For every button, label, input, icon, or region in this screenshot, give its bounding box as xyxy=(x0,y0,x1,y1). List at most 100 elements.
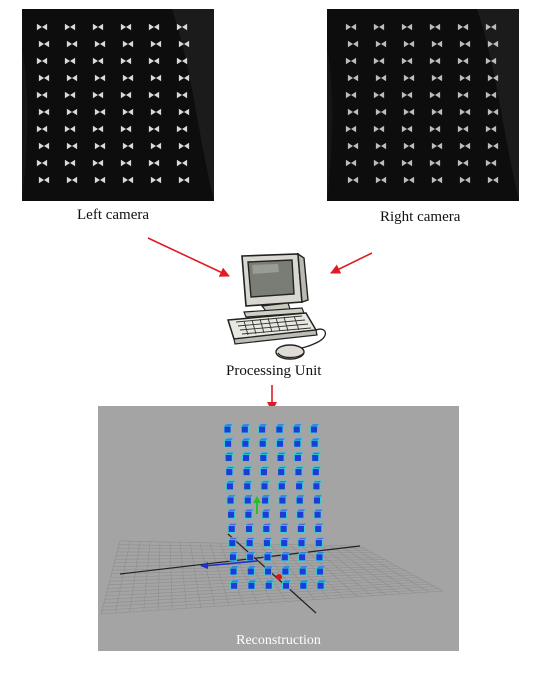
bowtie-marker xyxy=(66,108,78,116)
bowtie-marker xyxy=(375,176,387,184)
marker-cube xyxy=(263,551,274,562)
bowtie-marker xyxy=(120,57,132,65)
bowtie-marker xyxy=(64,23,76,31)
left-camera-marker-pattern xyxy=(22,9,214,201)
reconstruction-scene xyxy=(100,423,444,615)
marker-cube xyxy=(226,508,238,519)
marker-cube xyxy=(313,523,325,533)
marker-cube xyxy=(315,565,327,576)
bowtie-marker xyxy=(176,91,188,99)
bowtie-marker xyxy=(403,142,415,150)
bowtie-marker xyxy=(403,176,415,184)
bowtie-marker xyxy=(38,108,50,116)
bowtie-marker xyxy=(178,108,190,116)
bowtie-marker xyxy=(457,23,469,31)
bowtie-marker xyxy=(38,176,50,184)
marker-cube xyxy=(295,494,306,505)
left-camera-label: Left camera xyxy=(77,207,150,223)
bowtie-marker xyxy=(375,108,387,116)
bowtie-marker xyxy=(373,125,385,133)
marker-cube xyxy=(242,466,253,477)
bowtie-marker xyxy=(38,74,50,82)
bowtie-marker xyxy=(64,57,76,65)
bowtie-marker xyxy=(36,159,48,167)
bowtie-marker xyxy=(66,142,78,150)
bowtie-marker xyxy=(345,91,357,99)
bowtie-marker xyxy=(459,108,471,116)
marker-cube xyxy=(245,551,257,562)
marker-cube xyxy=(241,437,252,448)
marker-cube xyxy=(258,437,269,448)
marker-cube xyxy=(262,537,274,548)
marker-cube xyxy=(225,466,236,477)
marker-cube xyxy=(244,523,256,533)
marker-cube xyxy=(309,423,321,434)
bowtie-marker xyxy=(431,40,443,48)
marker-cube xyxy=(294,480,306,491)
marker-cube xyxy=(229,565,240,576)
bowtie-marker xyxy=(487,176,499,184)
bowtie-marker xyxy=(403,74,415,82)
marker-cube xyxy=(293,437,304,448)
bowtie-marker xyxy=(485,91,497,99)
bowtie-marker xyxy=(457,159,469,167)
x-axis-gizmo xyxy=(203,560,258,567)
bowtie-marker xyxy=(122,142,134,150)
marker-cube xyxy=(259,466,271,477)
bowtie-marker xyxy=(150,108,162,116)
bowtie-marker xyxy=(150,40,162,48)
bowtie-marker xyxy=(487,40,499,48)
bowtie-marker xyxy=(64,159,76,167)
bowtie-marker xyxy=(176,57,188,65)
x-axis-gizmo-head xyxy=(200,562,208,569)
marker-cube xyxy=(261,508,272,519)
marker-cube xyxy=(245,537,256,548)
marker-cube xyxy=(310,437,321,448)
bowtie-marker xyxy=(487,74,499,82)
bowtie-marker xyxy=(485,159,497,167)
marker-cube xyxy=(260,480,271,491)
processing-unit-label: Processing Unit xyxy=(226,363,322,379)
bowtie-marker xyxy=(345,159,357,167)
bowtie-marker xyxy=(347,108,359,116)
marker-cube xyxy=(312,480,323,491)
bowtie-marker xyxy=(148,91,160,99)
bowtie-marker xyxy=(36,91,48,99)
bowtie-marker xyxy=(176,159,188,167)
marker-cube xyxy=(228,551,240,562)
marker-cube xyxy=(241,452,253,462)
bowtie-marker xyxy=(345,57,357,65)
marker-cube xyxy=(299,579,310,590)
marker-cube xyxy=(314,537,326,548)
marker-cube xyxy=(276,466,288,477)
bowtie-marker xyxy=(92,57,104,65)
marker-cube xyxy=(226,494,237,505)
bowtie-marker xyxy=(36,57,48,65)
marker-cube xyxy=(278,508,290,519)
bowtie-marker xyxy=(92,159,104,167)
reconstructed-markers xyxy=(223,423,327,590)
marker-cube xyxy=(223,423,234,434)
bowtie-marker xyxy=(94,108,106,116)
bowtie-marker xyxy=(485,57,497,65)
bowtie-marker xyxy=(120,91,132,99)
right-camera-image xyxy=(327,9,519,201)
bowtie-marker xyxy=(485,23,497,31)
bowtie-marker xyxy=(347,142,359,150)
marker-cube xyxy=(275,423,286,434)
bowtie-marker xyxy=(401,125,413,133)
bowtie-marker xyxy=(92,23,104,31)
bowtie-marker xyxy=(122,108,134,116)
marker-cube xyxy=(276,452,287,462)
marker-cube xyxy=(294,466,305,477)
marker-cube xyxy=(310,452,322,462)
bowtie-marker xyxy=(429,23,441,31)
right-camera-label: Right camera xyxy=(380,209,461,225)
bowtie-marker xyxy=(429,125,441,133)
bowtie-marker xyxy=(373,91,385,99)
bowtie-marker xyxy=(347,40,359,48)
bowtie-marker xyxy=(459,74,471,82)
marker-cube xyxy=(244,508,255,519)
marker-cube xyxy=(297,537,308,548)
bowtie-marker xyxy=(429,159,441,167)
